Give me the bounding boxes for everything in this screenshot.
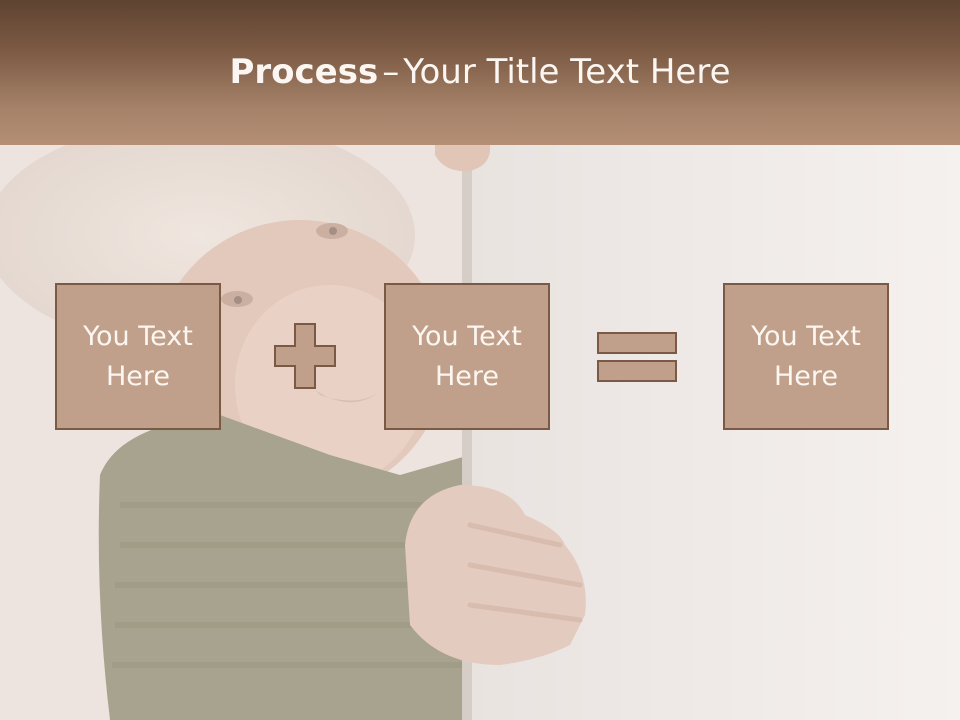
process-box-2-text: You Text Here [412, 320, 522, 392]
title-bold: Process [229, 52, 379, 92]
process-box-2[interactable]: You Text Here [384, 283, 550, 430]
title-bar [0, 0, 960, 145]
process-box-3-text: You Text Here [751, 320, 861, 392]
process-box-1[interactable]: You Text Here [55, 283, 221, 430]
process-box-1-text: You Text Here [83, 320, 193, 392]
plus-icon [274, 323, 336, 389]
equals-icon [597, 332, 677, 382]
title-text: Your Title Text Here [403, 52, 731, 92]
slide-title: Process–Your Title Text Here [0, 52, 960, 92]
process-box-3[interactable]: You Text Here [723, 283, 889, 430]
background-photo [0, 145, 960, 720]
title-dash: – [382, 52, 400, 92]
